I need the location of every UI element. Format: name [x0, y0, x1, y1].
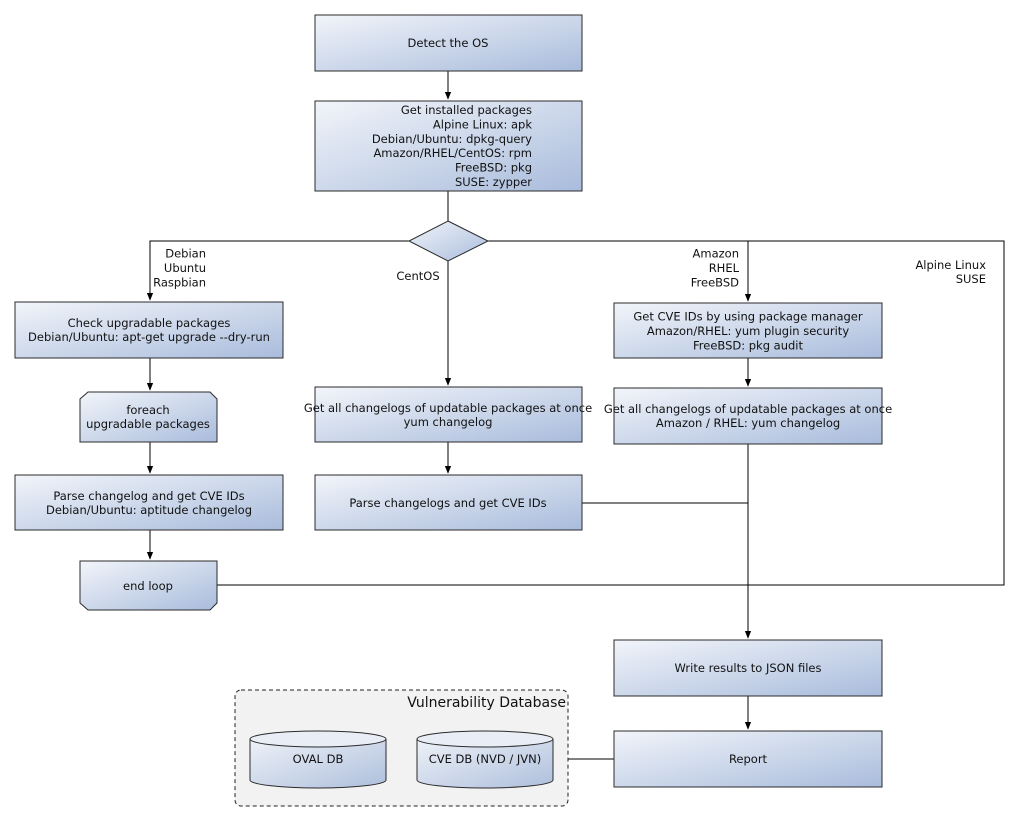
edges	[146, 71, 1005, 760]
end-loop-node: end loop	[79, 560, 218, 611]
detect-os-label: Detect the OS	[408, 36, 489, 50]
label-line: Check upgradable packages	[68, 316, 231, 330]
label-line: Alpine Linux	[915, 258, 986, 272]
branch-label-centos: CentOS	[396, 269, 439, 283]
label-line: Amazon / RHEL: yum changelog	[656, 416, 840, 430]
centos-changelogs-node: Get all changelogs of updatable packages…	[304, 386, 592, 443]
report-label: Report	[729, 752, 768, 766]
label-line: Report	[729, 752, 768, 766]
label-line: Get CVE IDs by using package manager	[633, 310, 863, 324]
edge-decision-to-alpine	[217, 240, 1005, 586]
label-line: Debian/Ubuntu: aptitude changelog	[46, 503, 252, 517]
write-json-node: Write results to JSON files	[613, 639, 883, 697]
cve-db-cylinder: CVE DB (NVD / JVN)	[416, 730, 554, 789]
label-line: upgradable packages	[86, 417, 210, 431]
label-line: foreach	[126, 403, 169, 417]
label-line: SUSE: zypper	[455, 175, 532, 189]
label-line: Write results to JSON files	[675, 661, 822, 675]
oval-db-cylinder: OVAL DB	[249, 730, 387, 789]
label-line: Get all changelogs of updatable packages…	[604, 402, 892, 416]
label-line: Amazon/RHEL: yum plugin security	[647, 324, 849, 338]
label-line: Detect the OS	[408, 36, 489, 50]
label-line: Alpine Linux: apk	[433, 117, 532, 131]
label-line: Debian/Ubuntu: dpkg-query	[372, 132, 532, 146]
end-loop-label: end loop	[123, 579, 173, 593]
amazon-changelogs-node: Get all changelogs of updatable packages…	[604, 387, 892, 445]
label-line: Get all changelogs of updatable packages…	[304, 401, 592, 415]
label-line: yum changelog	[404, 415, 493, 429]
label-line: Debian/Ubuntu: apt-get upgrade --dry-run	[28, 330, 270, 344]
detect-os-node: Detect the OS	[314, 14, 583, 72]
centos-parse-node: Parse changelogs and get CVE IDs	[314, 474, 583, 531]
vulnerability-database-group: Vulnerability Database OVAL DB CVE DB (N…	[234, 689, 569, 807]
label-line: Amazon/RHEL/CentOS: rpm	[373, 146, 532, 160]
centos-parse-label: Parse changelogs and get CVE IDs	[349, 496, 546, 510]
write-json-label: Write results to JSON files	[675, 661, 822, 675]
edge-decision-to-debian	[146, 240, 409, 301]
label-line: Parse changelog and get CVE IDs	[53, 489, 244, 503]
os-decision-diamond	[407, 220, 490, 262]
label-line: FreeBSD: pkg audit	[693, 338, 804, 352]
label-line: Get installed packages	[401, 103, 532, 117]
amazon-changelogs-label: Get all changelogs of updatable packages…	[604, 402, 892, 430]
label-line: Ubuntu	[164, 261, 206, 275]
oval-db-label: OVAL DB	[293, 752, 344, 766]
label-line: RHEL	[709, 261, 740, 275]
label-line: CentOS	[396, 269, 439, 283]
label-line: Debian	[165, 247, 206, 261]
label-line: Amazon	[693, 247, 739, 261]
label-line: Raspbian	[153, 275, 206, 289]
label-line: end loop	[123, 579, 173, 593]
cve-db-label: CVE DB (NVD / JVN)	[429, 752, 542, 766]
report-node: Report	[613, 730, 883, 788]
label-line: FreeBSD	[691, 275, 739, 289]
label-line: Parse changelogs and get CVE IDs	[349, 496, 546, 510]
label-line: SUSE	[956, 272, 986, 286]
vulnerability-database-title: Vulnerability Database	[407, 695, 566, 711]
centos-changelogs-label: Get all changelogs of updatable packages…	[304, 401, 592, 429]
label-line: FreeBSD: pkg	[455, 161, 532, 175]
